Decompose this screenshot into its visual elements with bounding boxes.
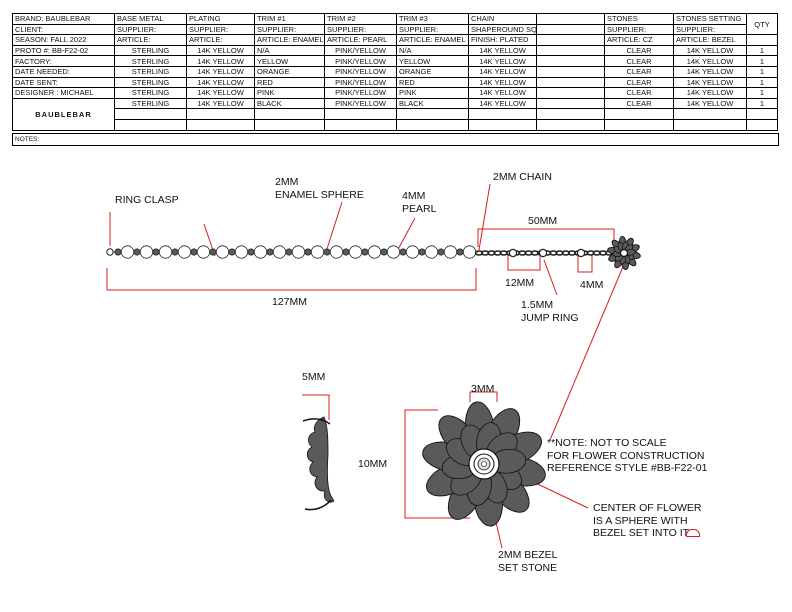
brand-logo: BAUBLEBAR xyxy=(12,97,115,131)
side-width-label: 5MM xyxy=(302,371,326,383)
dim-4mm xyxy=(577,255,593,273)
stone-facet xyxy=(481,461,487,467)
enamel-sphere xyxy=(437,248,445,256)
leader-pearl xyxy=(395,217,416,254)
leader-sphere xyxy=(325,201,343,253)
pearl-label: 4MM PEARL xyxy=(402,190,437,215)
pearl xyxy=(443,245,458,259)
leader-note xyxy=(549,261,626,441)
header-row: BRAND: BAUBLEBAR BASE METAL PLATING TRIM… xyxy=(12,12,778,36)
jump-ring xyxy=(538,248,548,258)
chain xyxy=(474,248,614,258)
spec-table: BRAND: BAUBLEBAR BASE METAL PLATING TRIM… xyxy=(12,12,778,131)
notes-field: NOTES: xyxy=(12,133,779,146)
pearl xyxy=(462,245,477,259)
enamel-sphere xyxy=(190,248,198,256)
total-length-label: 127MM xyxy=(272,296,308,308)
enamel-sphere xyxy=(456,248,464,256)
enamel-sphere xyxy=(380,248,388,256)
bezel-label: 2MM BEZEL SET STONE xyxy=(498,549,558,574)
article-row: SEASON: FALL 2022 ARTICLE: ARTICLE: ARTI… xyxy=(12,34,778,46)
jump-ring-size-label: 4MM xyxy=(580,279,604,291)
pearl xyxy=(272,245,287,259)
enamel-sphere xyxy=(133,248,141,256)
pearl xyxy=(120,245,135,259)
pearl xyxy=(139,245,154,259)
pearl xyxy=(291,245,306,259)
enamel-sphere xyxy=(323,248,331,256)
enamel-sphere xyxy=(399,248,407,256)
scale-note: **NOTE: NOT TO SCALE FOR FLOWER CONSTRUC… xyxy=(547,437,708,474)
sphere-symbol-icon xyxy=(686,529,700,537)
dim-12mm xyxy=(507,255,541,271)
pearl xyxy=(310,245,325,259)
jump-ring xyxy=(576,248,586,258)
dim-50mm xyxy=(477,228,615,247)
enamel-sphere xyxy=(114,248,122,256)
small-flower-icon xyxy=(607,236,641,270)
dim-5mm xyxy=(302,394,330,420)
enamel-sphere xyxy=(152,248,160,256)
pearl xyxy=(253,245,268,259)
pearl xyxy=(215,245,230,259)
pearl xyxy=(386,245,401,259)
table-row: DATE NEEDED: STERLING 14K YELLOW ORANGE … xyxy=(12,65,778,78)
dim-3mm xyxy=(469,391,498,402)
pearl xyxy=(234,245,249,259)
pearl xyxy=(158,245,173,259)
center-note: CENTER OF FLOWER IS A SPHERE WITH BEZEL … xyxy=(593,502,702,539)
table-row: PROTO #: BB-F22-02 STERLING 14K YELLOW N… xyxy=(12,44,778,57)
bead-strand xyxy=(113,245,478,259)
enamel-sphere-label: 2MM ENAMEL SPHERE xyxy=(275,176,364,201)
enamel-sphere xyxy=(285,248,293,256)
pearl xyxy=(329,245,344,259)
center-size-label: 3MM xyxy=(471,383,495,395)
flower-center xyxy=(619,248,629,258)
side-flower-icon xyxy=(302,416,335,511)
enamel-sphere xyxy=(228,248,236,256)
flower-height-label: 10MM xyxy=(358,458,388,470)
big-flower-icon xyxy=(422,401,546,527)
ring-clasp-icon xyxy=(106,248,114,256)
dim-10mm xyxy=(404,409,470,519)
enamel-sphere xyxy=(209,248,217,256)
dim-127mm xyxy=(106,268,477,291)
cell xyxy=(746,118,778,131)
pearl xyxy=(367,245,382,259)
pearl xyxy=(196,245,211,259)
leader-jump-ring xyxy=(543,259,558,296)
jump-ring-label: 1.5MM JUMP RING xyxy=(521,299,579,324)
pearl xyxy=(177,245,192,259)
enamel-sphere xyxy=(171,248,179,256)
pearl xyxy=(348,245,363,259)
chain-label: 2MM CHAIN xyxy=(493,171,552,183)
enamel-sphere xyxy=(266,248,274,256)
dimension-lines xyxy=(106,183,626,549)
enamel-sphere xyxy=(304,248,312,256)
chain-length-label: 50MM xyxy=(528,215,558,227)
link-length-label: 12MM xyxy=(505,277,535,289)
pearl xyxy=(424,245,439,259)
enamel-sphere xyxy=(342,248,350,256)
ring-clasp-label: RING CLASP xyxy=(115,194,179,206)
leader-chain xyxy=(478,183,491,251)
pearl xyxy=(405,245,420,259)
empty-row xyxy=(13,118,778,131)
table-row: FACTORY: STERLING 14K YELLOW YELLOW PINK… xyxy=(12,55,778,67)
enamel-sphere xyxy=(361,248,369,256)
enamel-sphere xyxy=(418,248,426,256)
enamel-sphere xyxy=(247,248,255,256)
jump-ring xyxy=(508,248,518,258)
col-qty: QTY xyxy=(746,12,778,36)
